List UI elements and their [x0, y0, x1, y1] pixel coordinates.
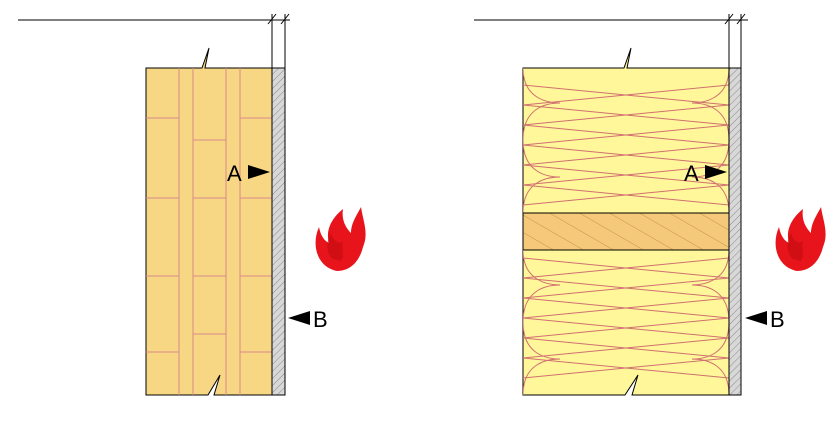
- right-wall-detail: A B: [474, 13, 826, 396]
- marker-a: A: [227, 161, 270, 186]
- marker-b: B: [745, 307, 785, 332]
- flame-icon: [775, 207, 826, 271]
- board-lining: [271, 67, 286, 396]
- marker-b-label: B: [770, 307, 785, 332]
- flame-icon: [315, 207, 366, 271]
- marker-b-label: B: [313, 307, 328, 332]
- mineral-wool-insulation-top: [522, 47, 730, 214]
- mineral-wool-insulation-bottom: [522, 249, 730, 396]
- top-dimension-line: [18, 13, 290, 68]
- marker-a-label: A: [684, 161, 699, 186]
- timber-stud: [522, 212, 730, 251]
- marker-a-label: A: [227, 161, 242, 186]
- marker-a: A: [684, 161, 727, 186]
- marker-b: B: [288, 307, 328, 332]
- top-dimension-line: [474, 13, 748, 68]
- clt-timber-panel: [145, 47, 273, 396]
- board-lining: [728, 67, 742, 396]
- left-wall-detail: A B: [18, 13, 366, 396]
